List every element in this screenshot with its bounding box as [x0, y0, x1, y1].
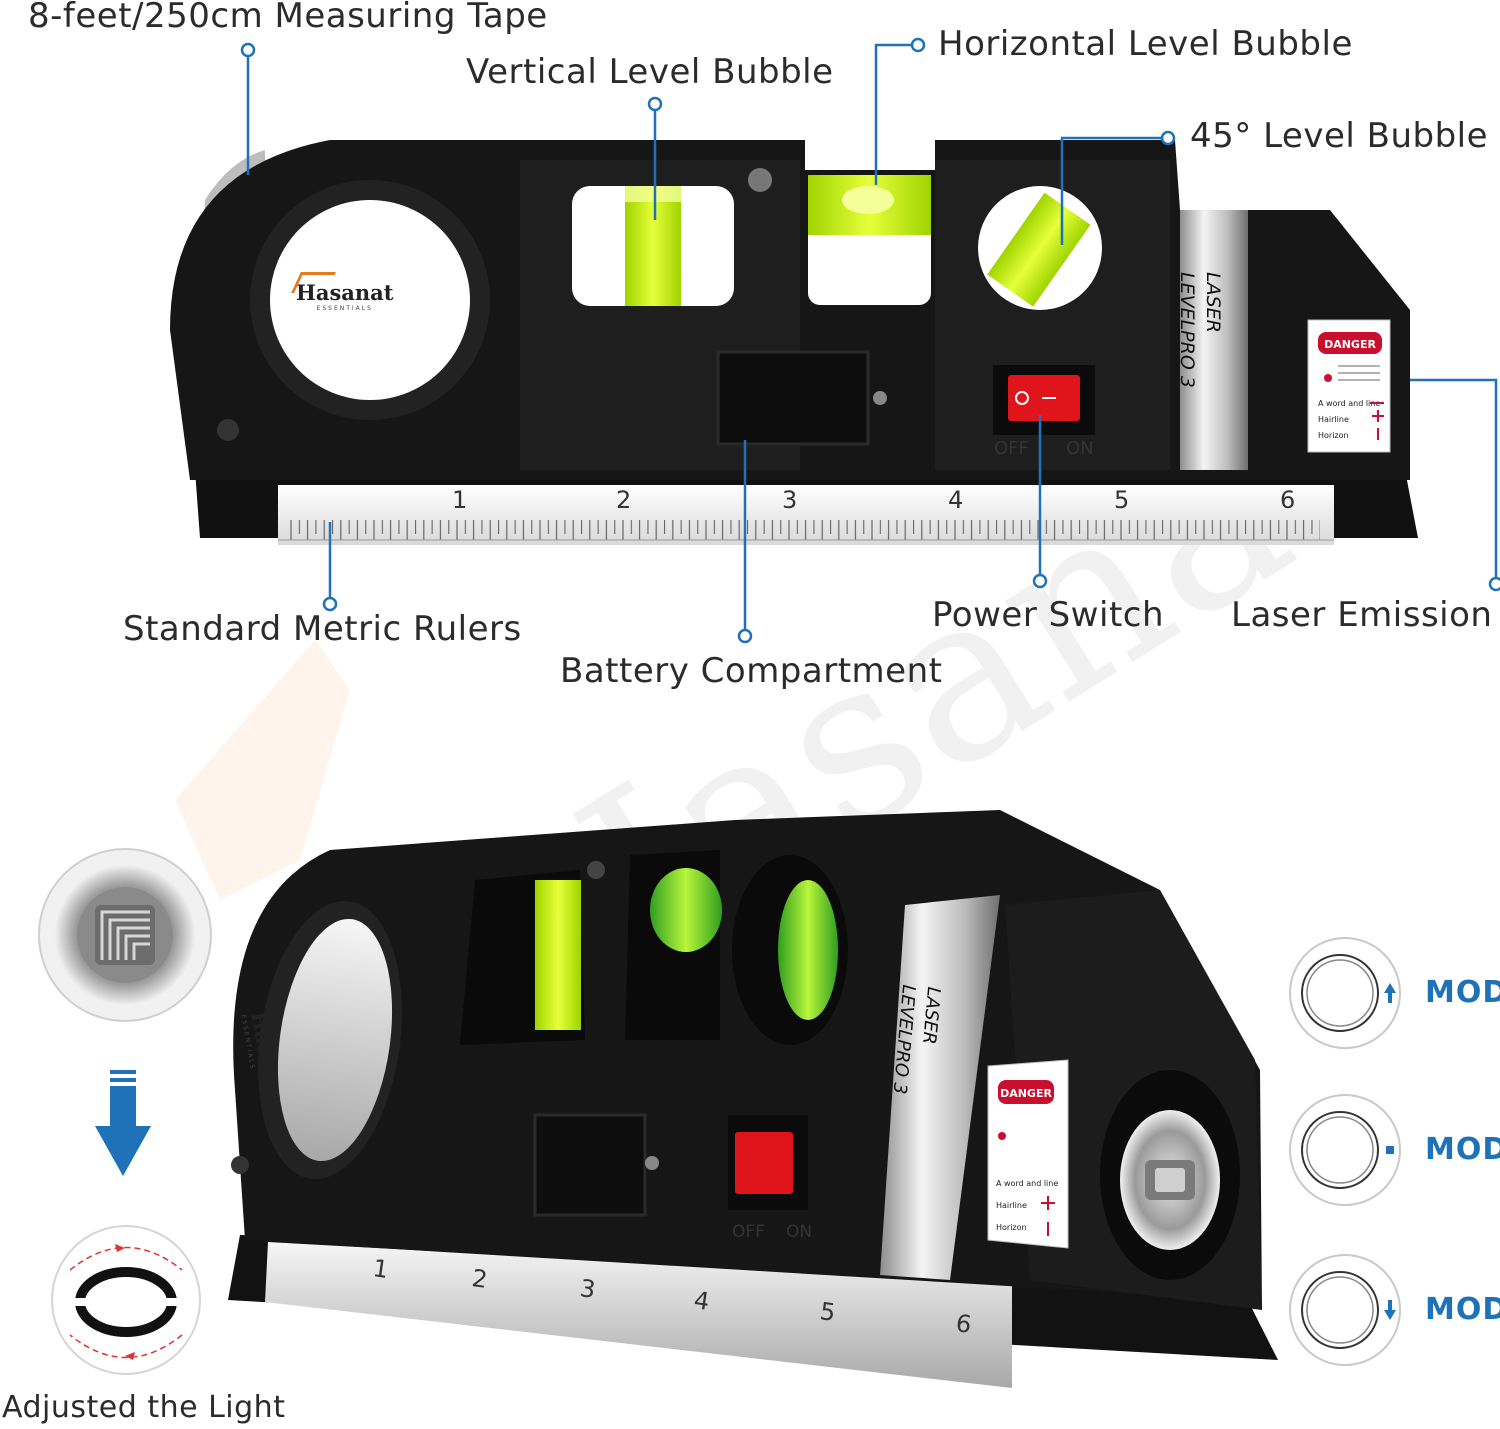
- chrome-band: [1180, 210, 1248, 470]
- switch-off-label: OFF: [994, 438, 1029, 459]
- svg-text:Horizon: Horizon: [1318, 431, 1349, 440]
- ruler-tick-label: 6: [1280, 486, 1296, 514]
- mode-icon-3: [1289, 1254, 1401, 1366]
- model-line-2: LEVELPRO 3: [1176, 272, 1198, 388]
- callout-45-bubble: 45° Level Bubble: [1190, 116, 1489, 156]
- tape-label-disc: [270, 200, 470, 400]
- svg-text:Horizon: Horizon: [996, 1223, 1027, 1232]
- callout-leaders: [240, 37, 1500, 644]
- screw-icon: [873, 391, 887, 405]
- top-device: DANGER A word and line Hairline Horizon: [170, 140, 1418, 545]
- screw-icon: [217, 419, 239, 441]
- screw-icon: [748, 168, 772, 192]
- switch-on-label: ON: [786, 1222, 813, 1242]
- mode-label-1: MOD: [1425, 975, 1500, 1010]
- ruler-tick-label: 4: [948, 486, 964, 514]
- battery-door: [533, 1113, 647, 1217]
- brand-logo-top: Hasanat ESSENTIALS: [296, 280, 393, 312]
- model-line-1: LASER: [1202, 272, 1224, 333]
- callout-horizontal-bubble: Horizontal Level Bubble: [938, 24, 1353, 64]
- rotate-light-icon: [51, 1225, 201, 1375]
- arrow-up-icon: [1384, 983, 1396, 1003]
- callout-battery: Battery Compartment: [560, 651, 943, 691]
- callout-adjust-light: Adjusted the Light: [2, 1390, 286, 1425]
- callout-measuring-tape: 8-feet/250cm Measuring Tape: [28, 0, 548, 36]
- mode-label-3: MOD: [1425, 1292, 1500, 1327]
- tape-label-disc: [277, 918, 393, 1162]
- mode-label-2: MOD: [1425, 1132, 1500, 1167]
- battery-door: [716, 350, 870, 446]
- bottom-device: DANGER A word and line Hairline Horizon: [228, 810, 1278, 1388]
- chrome-band: [880, 895, 1000, 1280]
- switch-on-label: ON: [1066, 438, 1094, 459]
- callout-vertical-bubble: Vertical Level Bubble: [466, 52, 834, 92]
- svg-text:A word and line: A word and line: [996, 1179, 1058, 1188]
- angle-bubble-vial: [987, 192, 1091, 307]
- dot-icon: [1386, 1146, 1394, 1154]
- angle-bubble-vial: [778, 880, 838, 1020]
- ruler-tick-label: 3: [782, 486, 798, 514]
- arrow-down-icon: [95, 1070, 151, 1176]
- svg-text:DANGER: DANGER: [1324, 338, 1376, 351]
- svg-text:Hairline: Hairline: [1318, 415, 1349, 424]
- ruler-tick-label: 2: [616, 486, 632, 514]
- power-switch-rocker: [735, 1132, 793, 1194]
- ruler-tick-label: 5: [1114, 486, 1130, 514]
- model-label-top: LASER LEVELPRO 3: [1174, 272, 1226, 388]
- callout-laser-emission: Laser Emission: [1231, 595, 1493, 635]
- screw-icon: [231, 1156, 249, 1174]
- mode-icon-2: [1289, 1094, 1401, 1206]
- arrow-down-icon: [1384, 1300, 1396, 1320]
- switch-off-label: OFF: [732, 1222, 765, 1242]
- callout-metric-rulers: Standard Metric Rulers: [123, 609, 522, 649]
- screw-icon: [645, 1156, 659, 1170]
- callout-power-switch: Power Switch: [932, 595, 1165, 635]
- vertical-bubble-vial: [535, 880, 581, 1030]
- brand-name: Hasanat: [296, 280, 394, 305]
- horizontal-bubble-vial: [650, 868, 722, 952]
- svg-text:Hairline: Hairline: [996, 1201, 1027, 1210]
- metric-ruler-angled: [265, 1242, 1012, 1388]
- emitter-closeup: [38, 848, 212, 1022]
- mode-icons: [1289, 937, 1401, 1366]
- mode-icon-1: [1289, 937, 1401, 1049]
- brand-tagline: ESSENTIALS: [316, 305, 373, 312]
- model-label-bottom: LASER LEVELPRO 3: [887, 984, 946, 1098]
- ruler-tick-label: 1: [452, 486, 468, 514]
- svg-text:DANGER: DANGER: [1000, 1087, 1052, 1100]
- svg-text:A word and line: A word and line: [1318, 399, 1380, 408]
- vertical-bubble-vial: [625, 186, 681, 306]
